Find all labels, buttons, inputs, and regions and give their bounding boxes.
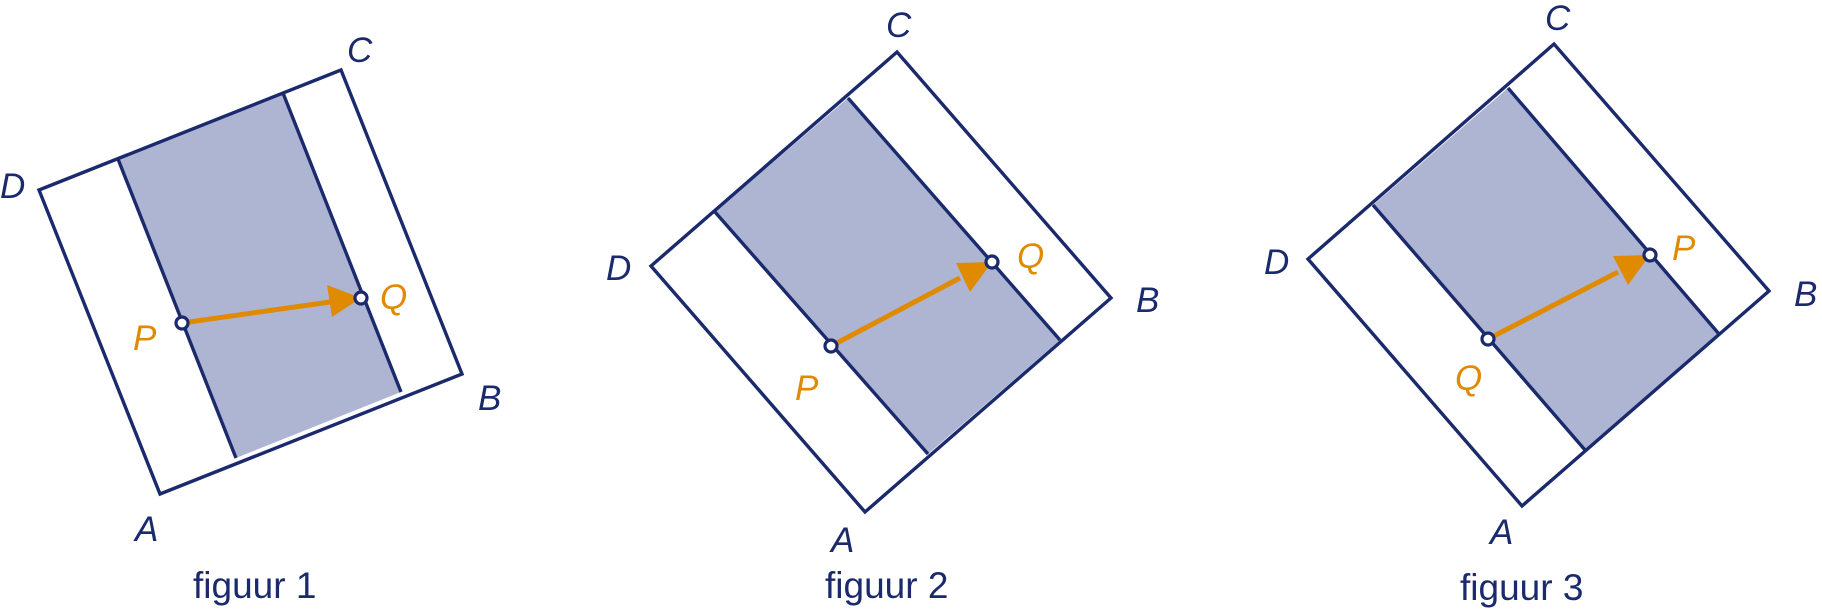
figure-2-rectangle xyxy=(648,49,1114,515)
figure-3-divider-left xyxy=(1371,203,1587,452)
figure-1-label-d: D xyxy=(0,167,25,206)
figure-1-label-tail: P xyxy=(133,319,157,358)
figure-3-label-b: B xyxy=(1794,275,1817,314)
figure-3-shaded-band xyxy=(1373,88,1719,450)
figure-1-rectangle xyxy=(36,67,465,497)
figure-3-caption: figuur 3 xyxy=(1460,567,1583,608)
figure-3-label-tail: Q xyxy=(1455,359,1482,398)
figure-3-translation-vector xyxy=(1486,269,1620,342)
figure-1-label-head: Q xyxy=(380,278,407,317)
figure-3: C D B A Q P figuur 3 xyxy=(1264,0,1817,608)
figure-3-label-d: D xyxy=(1264,243,1289,282)
figure-1-arrowhead xyxy=(327,285,361,317)
figure-1-divider-right xyxy=(281,92,403,393)
figure-2-caption: figuur 2 xyxy=(825,565,948,606)
figure-3-label-c: C xyxy=(1545,0,1571,38)
figure-1-label-c: C xyxy=(347,31,373,70)
figure-2-point-head xyxy=(984,254,1000,270)
figure-2-point-tail xyxy=(823,338,839,354)
figure-2-label-c: C xyxy=(886,6,912,45)
figure-2-label-a: A xyxy=(829,521,854,560)
figure-3-divider-right xyxy=(1506,86,1721,336)
figure-3-arrowhead xyxy=(1613,255,1650,285)
figure-2-arrowhead xyxy=(956,262,992,292)
figure-2: C D B A P Q figuur 2 xyxy=(606,6,1159,606)
figure-2-shaded-band xyxy=(715,98,1060,454)
figure-2-label-b: B xyxy=(1136,281,1159,320)
figure-2-divider-left xyxy=(713,210,930,456)
figure-1-point-head xyxy=(353,290,369,306)
figure-3-point-head xyxy=(1642,247,1658,263)
figure-1-shaded-band xyxy=(118,93,401,458)
figure-1-label-a: A xyxy=(133,510,158,549)
figure-1-point-tail xyxy=(174,315,190,331)
figure-1-translation-vector xyxy=(181,299,331,326)
figure-1: C D B A P Q figuur 1 xyxy=(0,31,501,606)
figure-2-label-head: Q xyxy=(1017,237,1044,276)
figure-3-rectangle xyxy=(1305,41,1772,509)
figure-1-label-b: B xyxy=(478,379,501,418)
figure-3-label-head: P xyxy=(1672,229,1696,268)
figure-3-label-a: A xyxy=(1488,513,1513,552)
figure-1-divider-left xyxy=(116,158,238,459)
figure-1-caption: figuur 1 xyxy=(193,565,316,606)
figure-2-divider-right xyxy=(846,96,1062,342)
figure-2-label-tail: P xyxy=(795,369,819,408)
figure-3-point-tail xyxy=(1480,331,1496,347)
figure-2-translation-vector xyxy=(829,275,962,349)
figure-2-label-d: D xyxy=(606,249,631,288)
